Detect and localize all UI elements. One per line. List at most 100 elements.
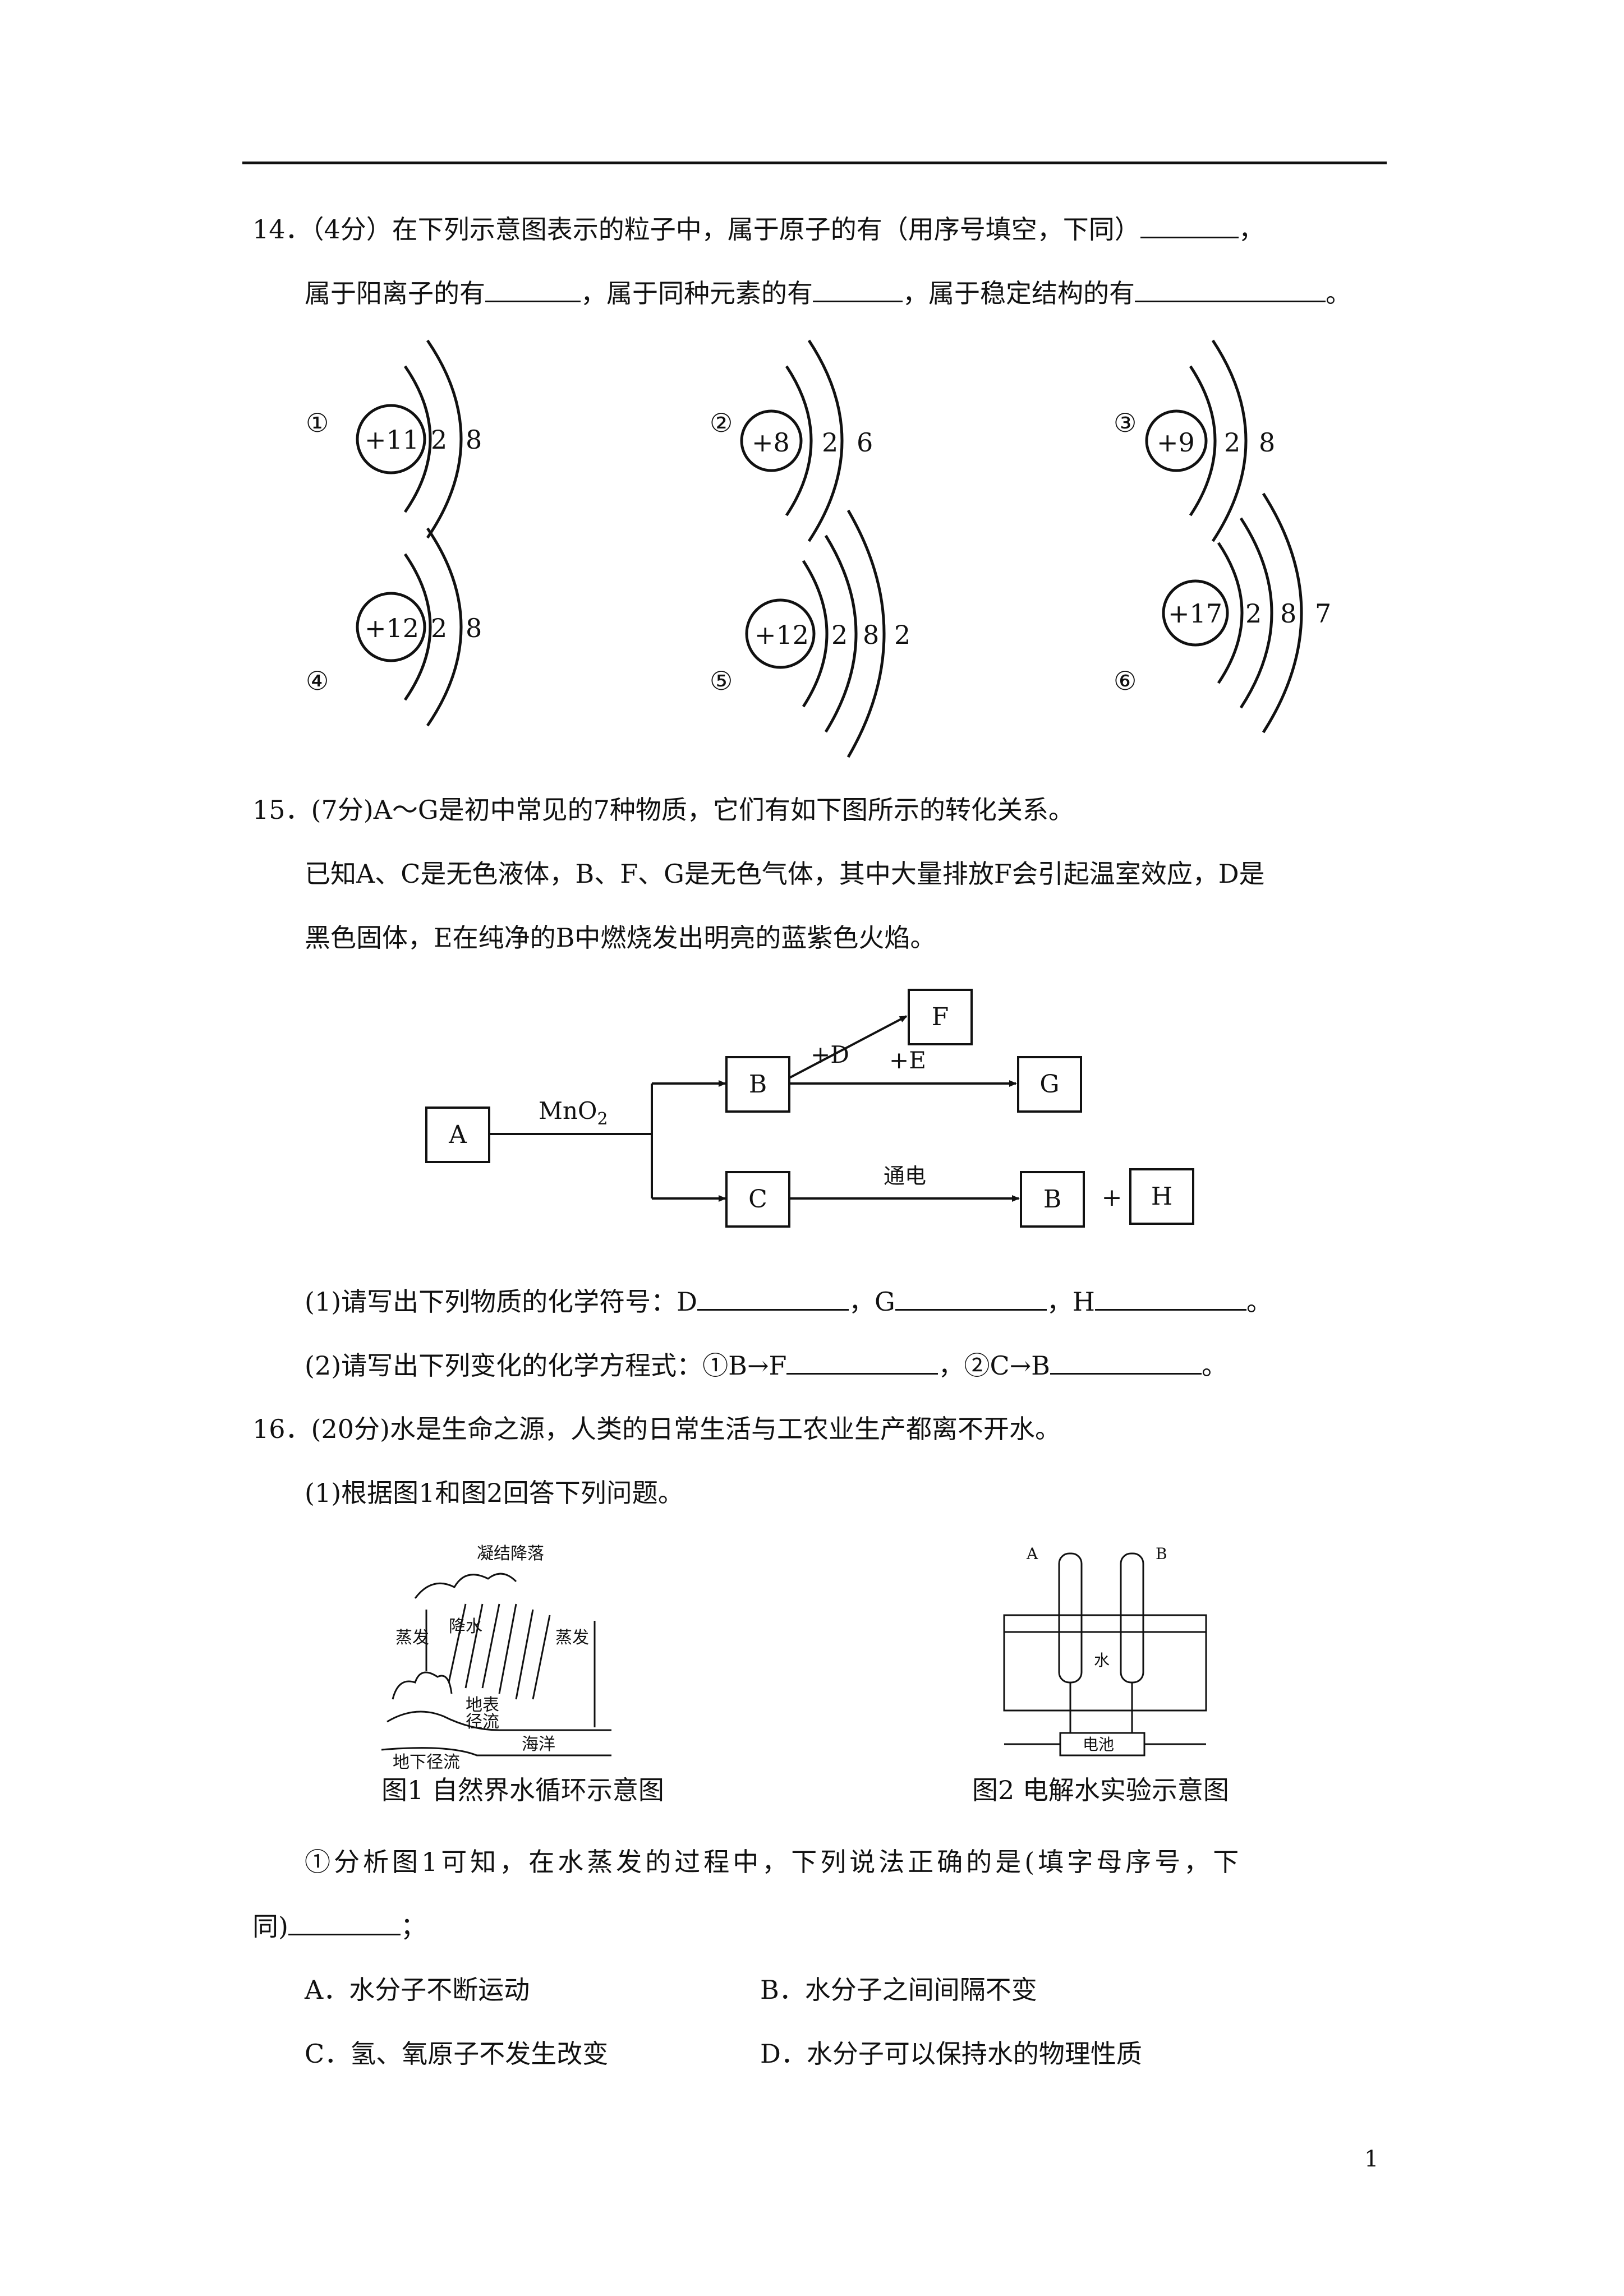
q15-line1: 15．(7分)A～G是初中常见的7种物质，它们有如下图所示的转化关系。 [252, 795, 1074, 825]
electron-count: 2 [831, 620, 848, 650]
electron-shell [1211, 339, 1248, 542]
box-g-label: G [1039, 1070, 1059, 1099]
answer-blank[interactable] [1094, 1284, 1246, 1311]
q16-sub1-line2: 同)； [252, 1909, 426, 1943]
nucleus-circle [740, 409, 803, 472]
q14-line1: 14．（4分）在下列示意图表示的粒子中，属于原子的有（用序号填空，下同）， [252, 212, 1264, 246]
q15-text: 。 [1201, 1350, 1227, 1381]
option-c[interactable]: C．氢、氧原子不发生改变 [305, 2039, 609, 2069]
water-label: 水 [1094, 1651, 1110, 1670]
electron-shell [824, 534, 858, 733]
label-condense: 凝结降落 [477, 1544, 544, 1564]
q15-text: (1)请写出下列物质的化学符号：D [305, 1287, 698, 1317]
mno2-label: MnO2 [539, 1097, 608, 1129]
electron-count: 7 [1315, 598, 1331, 629]
label-rain: 降水 [449, 1617, 482, 1636]
answer-blank[interactable] [697, 1284, 849, 1311]
electron-shell [426, 527, 463, 727]
q15-sub1: (1)请写出下列物质的化学符号：D ，G ，H 。 [305, 1284, 1272, 1318]
electron-shell [807, 339, 844, 542]
electrolysis-figure: A B 水 电池 [1003, 1545, 1207, 1756]
box-h-label: H [1151, 1182, 1172, 1211]
answer-blank[interactable] [786, 1348, 938, 1375]
box-h [1129, 1168, 1194, 1225]
electron-count: 2 [822, 427, 838, 458]
nucleus-circle [1145, 409, 1208, 472]
rain-line [464, 1603, 484, 1689]
q14-line2: 属于阳离子的有 ，属于同种元素的有 ，属于稳定结构的有 。 [305, 276, 1351, 310]
answer-blank[interactable] [813, 276, 903, 302]
q14-text: 。 [1326, 278, 1351, 308]
plus-sign: + [1102, 1183, 1122, 1212]
electron-shell [1262, 492, 1303, 734]
figure2-caption: 图2 电解水实验示意图 [972, 1775, 1229, 1805]
answer-blank[interactable] [895, 1284, 1047, 1311]
electron-count: 2 [1245, 598, 1262, 629]
conversion-diagram: A B C F G B H + MnO2 +D +E 通电 [425, 989, 1194, 1228]
electron-count: 8 [1259, 427, 1275, 458]
nucleus-circle [1162, 579, 1229, 647]
label-ocean: 海洋 [522, 1735, 555, 1754]
option-b[interactable]: B．水分子之间间隔不变 [760, 1975, 1037, 2005]
box-b2 [1020, 1171, 1085, 1228]
q14-text: 属于阳离子的有 [305, 278, 485, 308]
q14-text: 14．（4分）在下列示意图表示的粒子中，属于原子的有（用序号填空，下同） [252, 214, 1140, 245]
q15-line3: 黑色固体，E在纯净的B中燃烧发出明亮的蓝紫色火焰。 [305, 923, 936, 953]
particle-label: ④ [306, 666, 329, 696]
electron-count: 2 [431, 613, 447, 643]
q15-text: 。 [1246, 1287, 1272, 1317]
nucleus-circle [745, 598, 816, 669]
answer-blank[interactable] [1050, 1348, 1202, 1375]
q15-text: ，G [849, 1287, 895, 1317]
rain-line [532, 1615, 551, 1700]
electron-shell [1239, 517, 1273, 709]
option-a[interactable]: A．水分子不断运动 [305, 1975, 530, 2005]
nucleus-circle [356, 404, 426, 474]
label-runoff: 径流 [466, 1712, 499, 1732]
electron-shell [403, 365, 432, 513]
battery-label: 电池 [1083, 1735, 1114, 1754]
rain-line [448, 1603, 467, 1683]
electron-shell [403, 553, 432, 701]
particle-label: ⑥ [1114, 666, 1137, 696]
water-cycle-figure: 凝结降落 蒸发 降水 蒸发 地表 径流 地下径流 海洋 [381, 1544, 611, 1772]
particle-label: ⑤ [710, 666, 733, 696]
plus-e-label: +E [889, 1046, 926, 1074]
nucleus-charge: +11 [365, 425, 419, 455]
electron-shell [802, 560, 829, 708]
label-surface: 地表 [466, 1695, 499, 1715]
electron-shell [1217, 542, 1244, 684]
box-b2-label: B [1043, 1185, 1061, 1214]
test-tube-b[interactable] [1120, 1552, 1144, 1684]
box-b-label: B [749, 1070, 767, 1099]
box-f [908, 989, 973, 1045]
q16-line1: 16．(20分)水是生命之源，人类的日常生活与工农业生产都离不开水。 [252, 1414, 1061, 1444]
electron-shell [1189, 365, 1217, 517]
electron-count: 8 [1280, 598, 1296, 629]
answer-blank[interactable] [288, 1909, 401, 1935]
arrow-b-to-f [789, 1015, 908, 1079]
answer-blank[interactable] [485, 276, 581, 302]
answer-blank[interactable] [1140, 212, 1239, 238]
answer-blank[interactable] [1135, 276, 1326, 302]
tube-b-label: B [1156, 1545, 1167, 1563]
q16-text: ； [400, 1911, 426, 1942]
q14-text: ，属于同种元素的有 [581, 278, 813, 308]
box-a-label: A [448, 1121, 467, 1149]
test-tube-a[interactable] [1058, 1552, 1083, 1684]
electron-count: 8 [466, 425, 482, 455]
q15-line2: 已知A、C是无色液体，B、F、G是无色气体，其中大量排放F会引起温室效应，D是 [305, 859, 1265, 889]
q14-text: ，属于稳定结构的有 [903, 278, 1135, 308]
option-d[interactable]: D．水分子可以保持水的物理性质 [760, 2039, 1142, 2069]
rain-line [481, 1603, 500, 1689]
electron-shell [426, 339, 463, 539]
electron-count: 2 [894, 620, 910, 650]
electrolysis-label: 通电 [884, 1164, 926, 1188]
label-evaporation: 蒸发 [395, 1628, 429, 1648]
label-underground-runoff: 地下径流 [393, 1753, 460, 1772]
cloud-shape [414, 1573, 517, 1599]
electron-count: 6 [857, 427, 873, 458]
q15-text: ，H [1046, 1287, 1095, 1317]
tube-a-label: A [1026, 1545, 1038, 1563]
electron-shell [846, 509, 886, 758]
